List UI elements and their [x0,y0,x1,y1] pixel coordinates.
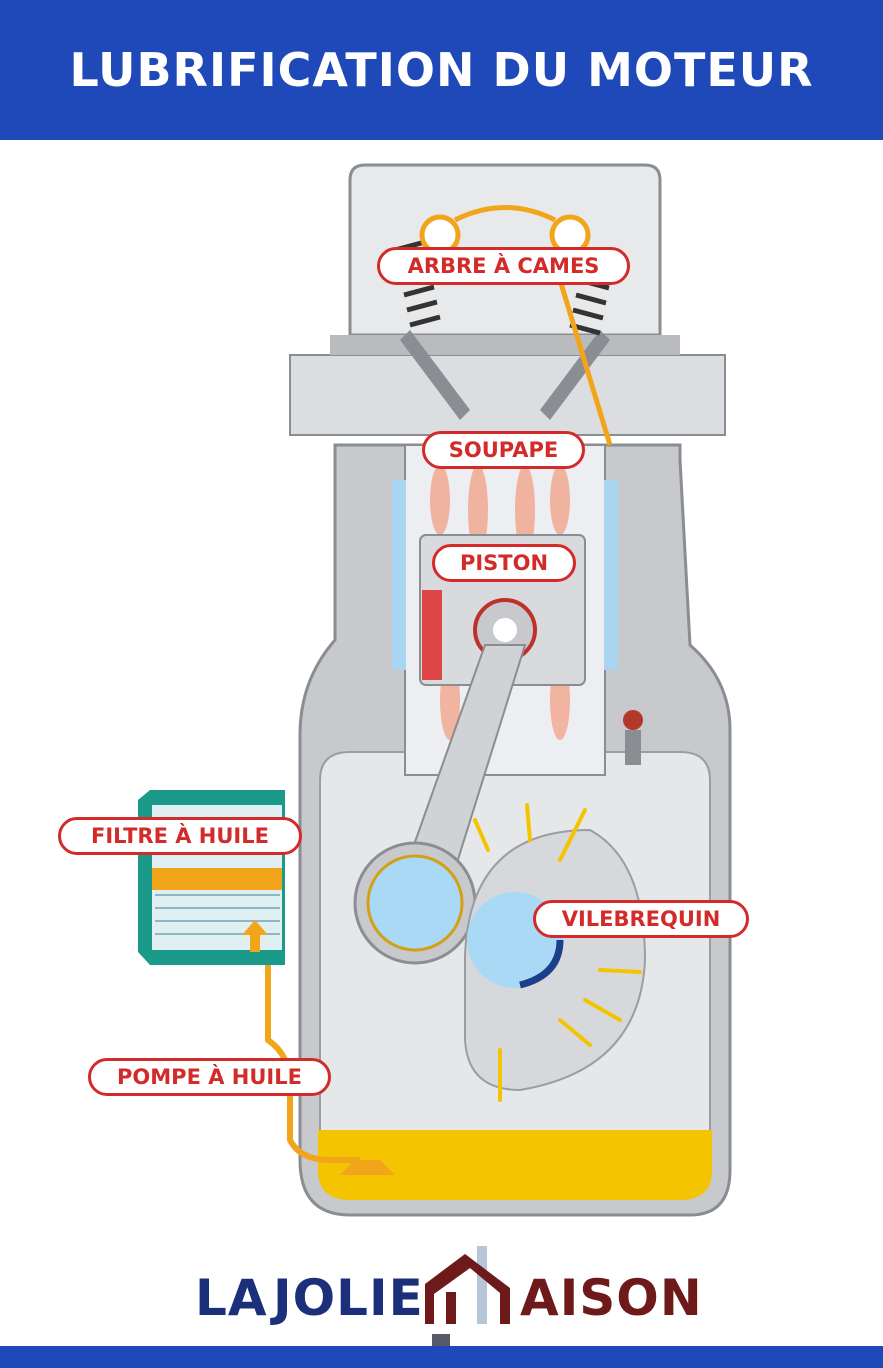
piston-skirt-left [422,590,442,680]
rotation-arrow [519,939,564,989]
oil-filter-band [152,868,282,890]
engine-illustration [138,163,732,1217]
brand-text-jolie: JOLIE [273,1269,424,1327]
page-title: LUBRIFICATION DU MOTEUR [69,43,814,97]
oil-sump [318,1130,712,1200]
brand-text-aison: AISON [520,1269,703,1327]
water-jacket-right [604,480,618,670]
label-crankshaft: VILEBREQUIN [533,900,749,938]
water-jacket-left [392,480,406,670]
oil-loop-top [453,205,557,223]
oil-pickup [340,1160,395,1175]
label-valve: SOUPAPE [422,431,585,469]
oil-splash [473,803,642,1102]
oil-pump-pipe [265,965,360,1163]
label-piston: PISTON [432,544,576,582]
head-flange [330,335,680,355]
brand-logo: LA JOLIE AISON [0,1240,883,1340]
label-oil-filter: FILTRE À HUILE [58,817,302,855]
pressure-sensor [623,710,643,730]
valve-left [400,330,470,420]
label-oil-pump: POMPE À HUILE [88,1058,331,1096]
footer-bar [0,1346,883,1368]
filter-up-arrow [242,920,268,952]
label-camshaft: ARBRE À CAMES [377,247,630,285]
house-icon [425,1246,510,1324]
port-band [289,354,726,436]
header-banner: LUBRIFICATION DU MOTEUR [0,0,883,140]
engine-diagram: ARBRE À CAMES SOUPAPE PISTON FILTRE À HU… [0,140,883,1240]
brand-text-la: LA [195,1269,268,1327]
valve-right [540,330,610,420]
